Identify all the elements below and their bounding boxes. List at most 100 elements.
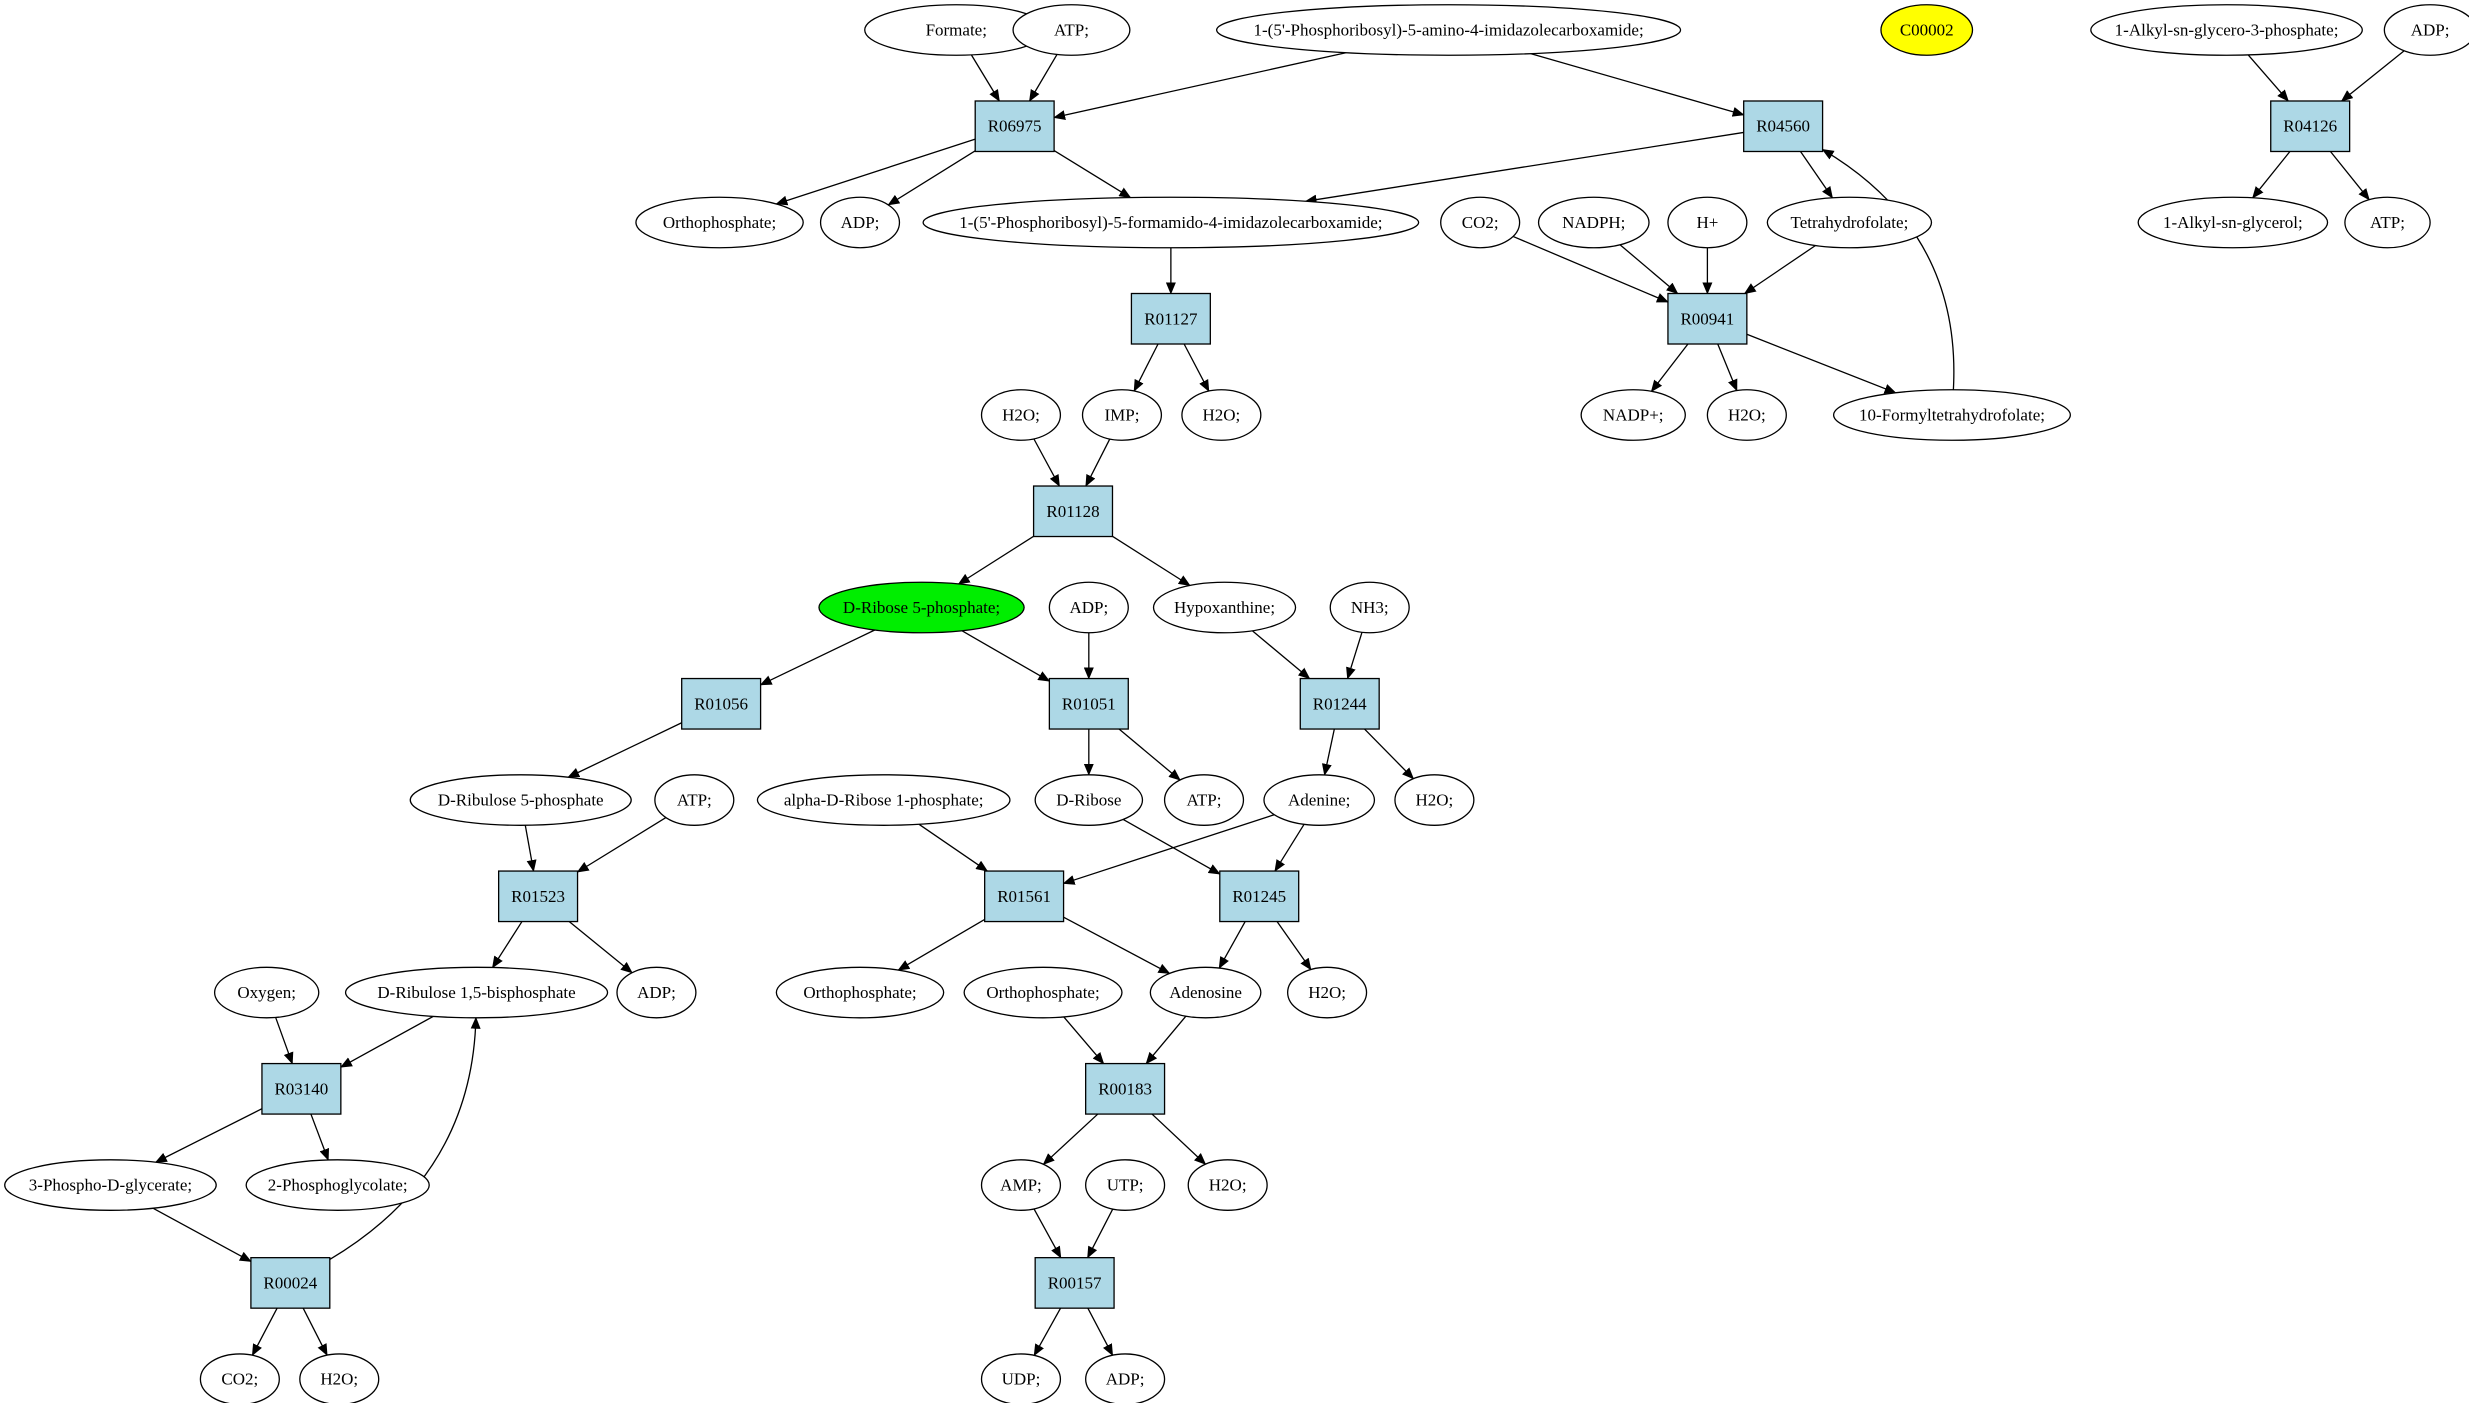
compound-node: H+	[1667, 196, 1748, 249]
compound-ellipse	[4, 1159, 217, 1211]
reaction-box	[261, 1062, 342, 1115]
edge-arrow	[1028, 54, 1058, 102]
reaction-node: R01127	[1130, 292, 1211, 345]
node-label: D-Ribulose 1,5-bisphosphate	[377, 983, 575, 1002]
node-label: R00024	[263, 1273, 317, 1292]
compound-ellipse	[213, 966, 320, 1019]
compound-node: Orthophosphate;	[635, 196, 804, 249]
edge-arrow	[1251, 630, 1311, 680]
compound-node: ADP;	[1048, 581, 1129, 634]
edge-arrow	[1364, 728, 1415, 780]
node-label: H+	[1696, 213, 1718, 232]
edge-arrow	[1151, 1113, 1207, 1165]
compound-node: CO2;	[199, 1353, 280, 1403]
node-label: Formate;	[926, 20, 987, 39]
node-label: Oxygen;	[237, 983, 296, 1002]
compound-node: AMP;	[980, 1159, 1062, 1211]
node-label: R01245	[1232, 887, 1286, 906]
compound-node: H2O;	[1394, 774, 1475, 826]
reaction-node: R01128	[1032, 485, 1114, 538]
compound-node: H2O;	[1181, 389, 1262, 441]
node-label: H2O;	[1002, 406, 1040, 425]
reaction-box	[497, 870, 579, 923]
edge-arrow	[759, 629, 876, 686]
node-label: Hypoxanthine;	[1174, 598, 1275, 617]
node-label: Orthophosphate;	[803, 983, 916, 1002]
edge-arrow	[1063, 916, 1171, 975]
compound-node: Oxygen;	[213, 966, 320, 1019]
node-label: H2O;	[1308, 983, 1346, 1002]
reaction-node: R04126	[2270, 100, 2351, 153]
compound-node: NADPH;	[1537, 196, 1650, 249]
compound-node: NADP+;	[1580, 389, 1686, 441]
compound-node: CO2;	[1440, 196, 1521, 249]
compound-ellipse	[409, 774, 632, 826]
compound-ellipse	[818, 581, 1025, 634]
compound-node: 1-(5'-Phosphoribosyl)-5-formamido-4-imid…	[922, 196, 1420, 249]
edge-arrow	[339, 1015, 434, 1068]
node-label: ADP;	[1106, 1370, 1145, 1389]
compound-node: H2O;	[1187, 1159, 1268, 1211]
node-label: H2O;	[1209, 1176, 1247, 1195]
edge-arrow	[492, 921, 523, 969]
edge-arrow	[1276, 921, 1312, 971]
node-label: R04560	[1756, 117, 1810, 136]
edge-arrow	[1087, 1208, 1114, 1259]
compound-node: 3-Phospho-D-glycerate;	[4, 1159, 217, 1211]
reaction-box	[2270, 100, 2351, 153]
compound-ellipse	[775, 966, 945, 1019]
node-label: C00002	[1900, 20, 1954, 39]
node-label: R03140	[274, 1079, 328, 1098]
compound-ellipse	[1706, 389, 1787, 441]
node-label: R00941	[1680, 309, 1734, 328]
edge-arrow	[1087, 1307, 1114, 1357]
compound-node: Formate;	[864, 4, 1049, 56]
edge-arrow	[524, 825, 537, 873]
node-label: 1-Alkyl-sn-glycero-3-phosphate;	[2115, 20, 2339, 39]
reaction-box	[1048, 677, 1129, 730]
edge-arrow	[2247, 54, 2289, 102]
edge-arrow	[310, 1113, 330, 1161]
edge-arrow	[1650, 343, 1689, 393]
reaction-node: R00157	[1034, 1257, 1115, 1309]
edge-arrow	[887, 150, 976, 206]
node-label: 1-(5'-Phosphoribosyl)-5-amino-4-imidazol…	[1254, 20, 1644, 39]
edge-arrow	[1118, 728, 1181, 781]
compound-node: D-Ribose	[1034, 774, 1144, 826]
edge-arrow	[897, 918, 986, 971]
node-label: 1-Alkyl-sn-glycerol;	[2163, 213, 2303, 232]
node-label: ATP;	[2370, 213, 2405, 232]
node-label: Adenine;	[1288, 791, 1350, 810]
compound-node: Tetrahydrofolate;	[1766, 196, 1933, 249]
node-label: H2O;	[1416, 791, 1454, 810]
node-label: IMP;	[1104, 406, 1139, 425]
node-label: D-Ribose	[1056, 791, 1121, 810]
edge-arrow	[251, 1307, 278, 1357]
compound-ellipse	[1081, 389, 1163, 441]
compound-node: ADP;	[1085, 1353, 1166, 1403]
compound-ellipse	[1667, 196, 1748, 249]
compound-node: ADP;	[819, 196, 901, 249]
compound-node: Orthophosphate;	[963, 966, 1123, 1019]
compound-ellipse	[2383, 4, 2469, 56]
compound-ellipse	[199, 1353, 280, 1403]
node-label: R01128	[1046, 502, 1099, 521]
compound-node: ATP;	[1163, 774, 1245, 826]
edge-arrow	[1033, 1208, 1062, 1259]
node-label: NADP+;	[1603, 406, 1664, 425]
edge-arrow	[775, 138, 976, 206]
compound-node: ATP;	[2344, 196, 2431, 249]
compound-ellipse	[1034, 774, 1144, 826]
node-label: R00157	[1048, 1273, 1102, 1292]
edge-arrow	[2252, 151, 2291, 199]
edge-arrow	[1304, 131, 1744, 205]
edge-arrow	[2340, 50, 2405, 102]
node-label: ADP;	[637, 983, 676, 1002]
node-label: H2O;	[320, 1370, 358, 1389]
edge-arrow	[1085, 438, 1111, 487]
compound-node: Orthophosphate;	[775, 966, 945, 1019]
compound-node: 1-Alkyl-sn-glycerol;	[2137, 196, 2329, 249]
node-label: R01056	[694, 694, 748, 713]
edge-arrow	[568, 921, 633, 974]
reaction-box	[1130, 292, 1211, 345]
